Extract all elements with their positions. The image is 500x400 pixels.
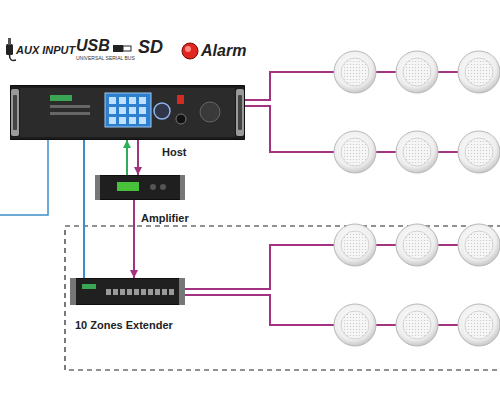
aux-plug-icon: [6, 38, 16, 60]
host-unit: Host: [10, 85, 245, 140]
ceiling-speaker: [334, 304, 376, 346]
device-drawing: [95, 175, 185, 200]
ceiling-speaker: [334, 224, 376, 266]
logo-label: Alarm: [201, 43, 246, 59]
device-label: Amplifier: [141, 213, 189, 224]
amplifier-unit: Amplifier: [95, 175, 185, 200]
ceiling-speaker: [458, 131, 500, 173]
device-label: 10 Zones Extender: [75, 320, 173, 331]
signal-connector: [133, 200, 135, 278]
speaker-group: [334, 51, 500, 346]
ceiling-speaker: [458, 224, 500, 266]
device-drawing: [10, 85, 245, 140]
signal-connector: [126, 140, 128, 175]
logo-label: UNIVERSAL SERIAL BUS: [76, 56, 135, 61]
ceiling-speaker: [396, 304, 438, 346]
logo-label: USB: [76, 38, 110, 54]
ceiling-speaker: [396, 131, 438, 173]
alarm-icon: [182, 43, 198, 59]
logo-label: AUX INPUT: [16, 45, 75, 56]
ceiling-speaker: [396, 51, 438, 93]
ceiling-speaker: [334, 51, 376, 93]
ceiling-speaker: [396, 224, 438, 266]
signal-connector: [83, 140, 85, 278]
ceiling-speaker: [334, 131, 376, 173]
logo-label: SD: [138, 38, 163, 56]
usb-plug-icon: [113, 45, 131, 52]
signal-wire: [0, 140, 48, 215]
signal-connector: [137, 140, 139, 175]
ceiling-speaker: [458, 304, 500, 346]
device-label: Host: [162, 147, 186, 158]
device-drawing: [70, 278, 185, 305]
ceiling-speaker: [458, 51, 500, 93]
zone-extender-unit: 10 Zones Extender: [70, 278, 185, 305]
